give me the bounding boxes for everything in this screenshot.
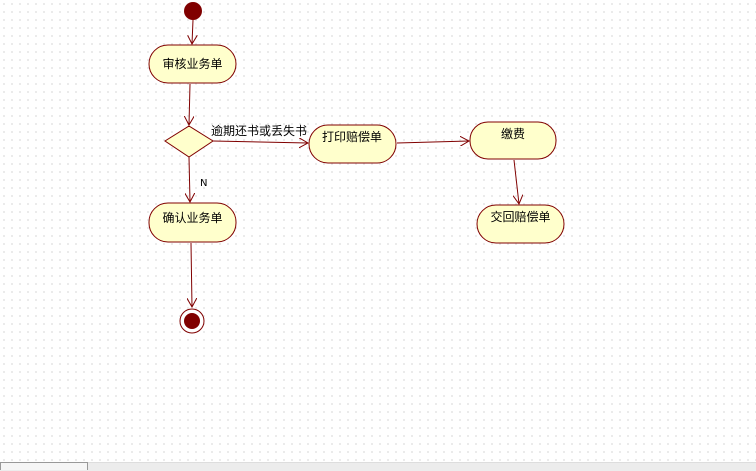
guard-no-label: N (200, 178, 207, 189)
activity-label: 确认业务单 (162, 210, 222, 225)
end-node[interactable] (179, 308, 205, 334)
transition-review-decision[interactable] (189, 83, 190, 125)
activity-review[interactable]: 审核业务单 (148, 44, 237, 84)
activity-confirm[interactable]: 确认业务单 (148, 202, 237, 243)
decision-node[interactable] (164, 125, 214, 158)
transition-decision-confirm[interactable] (189, 156, 190, 202)
activity-print[interactable]: 打印赔偿单 (308, 124, 397, 164)
activity-label: 审核业务单 (162, 56, 222, 71)
transition-pay-return[interactable] (514, 159, 519, 204)
activity-label: 交回赔偿单 (490, 209, 550, 224)
transition-confirm-end[interactable] (191, 242, 192, 307)
start-node[interactable] (184, 2, 202, 20)
guard-overdue-label: 逾期还书或丢失书 (211, 123, 307, 138)
diagram-tab[interactable] (0, 462, 88, 470)
transition-decision-print[interactable] (212, 141, 308, 143)
transition-print-pay[interactable] (396, 141, 469, 143)
activity-label: 打印赔偿单 (322, 129, 382, 144)
horizontal-scrollbar[interactable] (0, 462, 756, 471)
activity-pay[interactable]: 缴费 (469, 121, 557, 160)
transition-start-review[interactable] (192, 19, 193, 44)
activity-return[interactable]: 交回赔偿单 (476, 204, 565, 244)
activity-label: 缴费 (501, 126, 525, 141)
